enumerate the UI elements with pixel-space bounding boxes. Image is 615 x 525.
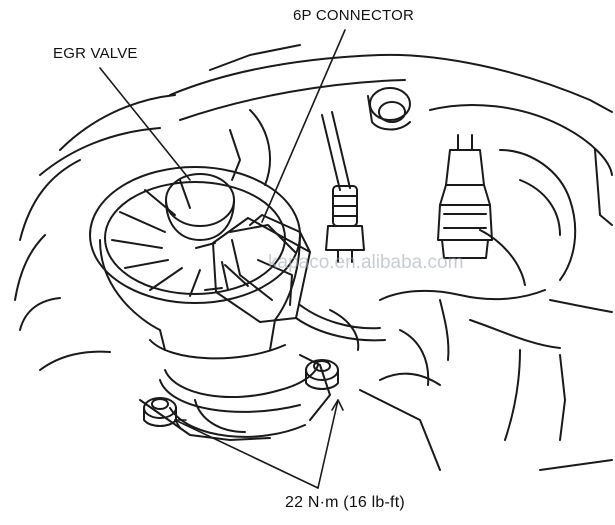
vacuum-line-center (321, 111, 365, 263)
leader-line-connector (261, 29, 346, 223)
hose-fitting (367, 87, 411, 131)
leader-line-egr-valve (99, 67, 191, 181)
vacuum-line-right (437, 134, 493, 259)
engine-background (14, 44, 613, 471)
torque-spec-label: 22 N·m (16 lb-ft) (285, 494, 405, 511)
egr-valve-body (89, 166, 331, 441)
leader-line-torque-left (174, 419, 319, 489)
mounting-nut-right (305, 359, 339, 390)
six-pin-connector (195, 214, 386, 342)
leader-line-torque-right (317, 399, 344, 489)
connector-label: 6P CONNECTOR (293, 7, 415, 24)
egr-valve-label: EGR VALVE (53, 45, 138, 62)
